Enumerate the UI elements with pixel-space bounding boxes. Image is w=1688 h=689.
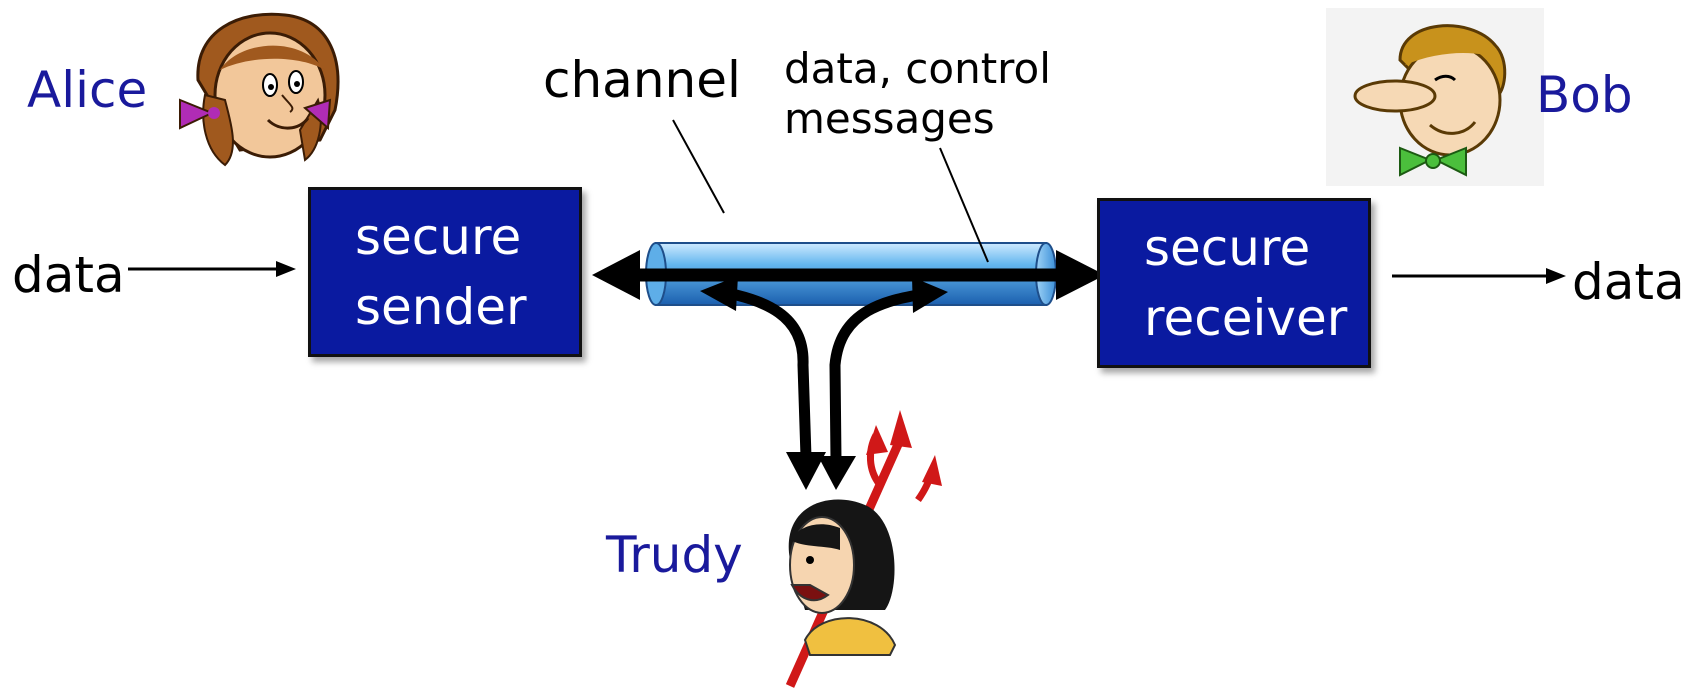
secure-receiver-line2: receiver: [1144, 289, 1348, 347]
channel-label: channel: [543, 51, 741, 109]
channel-pointer-line: [672, 119, 725, 214]
messages-label-line2: messages: [784, 93, 995, 143]
secure-receiver-box: secure receiver: [1097, 198, 1371, 368]
secure-sender-line1: secure: [355, 208, 522, 266]
secure-sender-box: secure sender: [308, 187, 582, 357]
channel-arrow: [592, 250, 1105, 300]
data-in-label: data: [12, 246, 125, 304]
data-out-arrow: [1392, 268, 1566, 284]
trudy-label: Trudy: [606, 526, 743, 584]
messages-pointer-line: [939, 147, 989, 263]
trudy-face-icon: [788, 499, 897, 656]
intercept-arrowheads: [700, 276, 948, 490]
data-out-label: data: [1572, 253, 1685, 311]
bob-label: Bob: [1536, 66, 1633, 124]
alice-label: Alice: [27, 61, 148, 119]
bob-face-icon: [1326, 8, 1544, 186]
data-in-arrow: [128, 261, 296, 277]
alice-face-icon: [179, 12, 340, 167]
messages-label-line1: data, control: [784, 44, 1051, 93]
secure-receiver-line1: secure: [1144, 219, 1311, 277]
messages-label: data, control messages: [784, 44, 1051, 143]
secure-sender-line2: sender: [355, 278, 527, 336]
